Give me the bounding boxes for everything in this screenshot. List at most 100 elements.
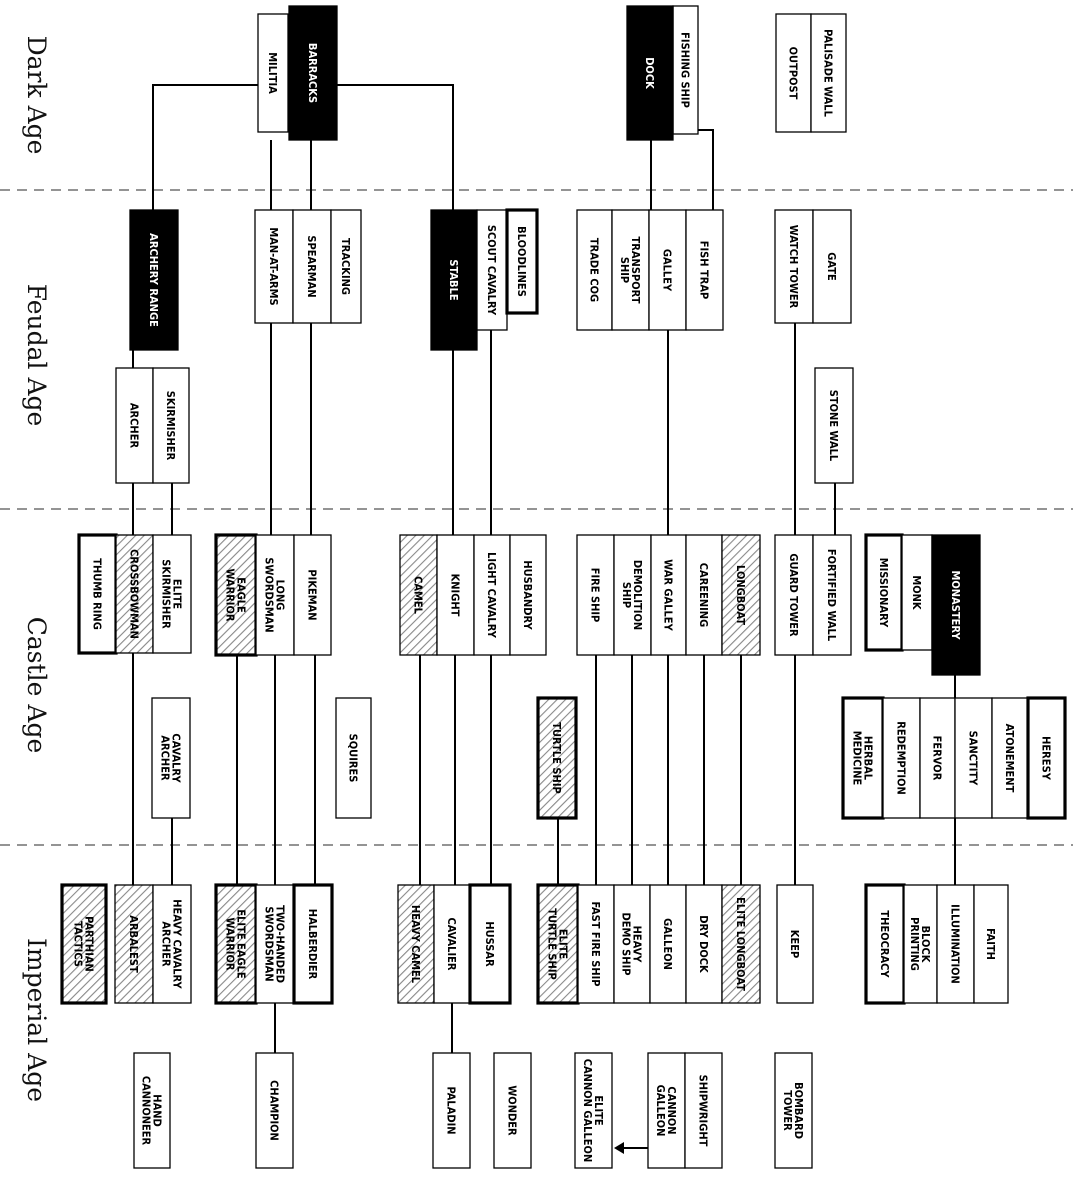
node-bombard-tower: BOMBARDTOWER — [774, 1052, 813, 1169]
node-label: SPEARMAN — [305, 235, 318, 297]
node-box — [152, 367, 190, 484]
node-label: PALADIN — [445, 1086, 458, 1134]
node-stable: STABLE — [430, 209, 478, 351]
node-champion: CHAMPION — [255, 1052, 294, 1169]
node-label: LONGBOAT — [734, 565, 747, 625]
node-label: TRADE COG — [588, 238, 601, 302]
node-label: STABLE — [447, 259, 460, 301]
node-label: BLOODLINES — [515, 226, 528, 297]
node-box — [468, 883, 512, 1005]
node-label: WAR GALLEY — [662, 559, 675, 631]
node-box — [536, 696, 578, 820]
node-box — [397, 884, 435, 1004]
node-label: FORTIFIED WALL — [825, 549, 838, 642]
node-box — [255, 884, 295, 1004]
node-label: REDEMPTION — [895, 721, 908, 795]
node-label: CROSSBOWMAN — [128, 549, 141, 639]
node-archer: ARCHER — [115, 367, 154, 484]
node-label: ELITE EAGLEWARRIOR — [224, 909, 248, 979]
age-label-castle: Castle Age — [22, 617, 51, 754]
node-gate: GATE — [812, 209, 852, 324]
node-label: HALBERDIER — [306, 909, 319, 980]
node-label: ELITE LONGBOAT — [734, 897, 747, 991]
node-box — [684, 1052, 723, 1169]
node-missionary: MISSIONARY — [864, 533, 904, 652]
node-box — [115, 534, 154, 654]
node-label: HERESY — [1040, 736, 1053, 781]
node-label: SQUIRES — [347, 734, 360, 783]
node-label: PALISADE WALL — [822, 29, 835, 117]
node-crossbowman: CROSSBOWMAN — [115, 534, 154, 654]
node-label: GUARD TOWER — [787, 553, 800, 637]
node-watch-tower: WATCH TOWER — [774, 209, 814, 324]
node-box — [919, 697, 956, 819]
node-label: LIGHT CAVALRY — [485, 552, 498, 639]
node-box — [841, 696, 885, 820]
node-label: KEEP — [788, 930, 801, 958]
node-box — [812, 534, 852, 656]
node-box — [774, 1052, 813, 1169]
node-box — [574, 1052, 613, 1169]
node-box — [505, 208, 539, 315]
node-box — [330, 209, 362, 324]
node-trade-cog: TRADE COG — [576, 209, 613, 331]
node-pikeman: PIKEMAN — [293, 534, 332, 656]
node-label: ILLUMINATION — [949, 904, 962, 984]
node-label: MONASTERY — [949, 570, 962, 640]
node-box — [812, 209, 852, 324]
node-galleon: GALLEON — [649, 884, 687, 1004]
node-fishing-ship: FISHING SHIP — [672, 5, 699, 135]
node-label: HEAVY CAVALRYARCHER — [160, 899, 184, 989]
node-elite-longboat: ELITE LONGBOAT — [721, 884, 761, 1004]
node-label: CAVALRYARCHER — [159, 733, 183, 783]
node-label: FISHING SHIP — [679, 32, 692, 108]
node-box — [973, 884, 1009, 1004]
node-label: FISH TRAP — [698, 241, 711, 300]
node-dock: DOCK — [626, 5, 674, 141]
node-scout-cavalry: SCOUT CAVALRY — [476, 209, 508, 331]
node-label: LONGSWORDSMAN — [263, 557, 287, 632]
node-label: ARCHER — [128, 403, 141, 449]
node-box — [133, 1052, 171, 1169]
age-label-dark: Dark Age — [22, 36, 51, 155]
node-redemption: REDEMPTION — [882, 697, 921, 819]
node-box — [509, 534, 547, 656]
node-box — [433, 884, 471, 1004]
node-label: MILITIA — [266, 52, 279, 94]
node-box — [335, 697, 372, 819]
node-guard-tower: GUARD TOWER — [774, 534, 814, 656]
node-label: FIRE SHIP — [589, 568, 602, 623]
node-box — [810, 13, 847, 133]
node-paladin: PALADIN — [432, 1052, 471, 1169]
node-label: HUSSAR — [483, 921, 496, 967]
node-label: HUSBANDRY — [521, 560, 534, 630]
node-monk: MONK — [901, 534, 933, 651]
node-fish-trap: FISH TRAP — [685, 209, 724, 331]
connector-lines — [132, 84, 956, 1154]
node-box — [685, 534, 723, 656]
node-label: HEAVY CAMEL — [409, 905, 422, 984]
node-label: ARCHERY RANGE — [147, 233, 160, 327]
node-eagle-warrior: EAGLEWARRIOR — [214, 533, 258, 657]
node-elite-skirmisher: ELITESKIRMISHER — [152, 534, 192, 654]
node-box — [399, 534, 438, 656]
node-label: EAGLEWARRIOR — [224, 568, 248, 621]
node-label: TWO-HANDEDSWORDSMAN — [263, 905, 287, 983]
node-box — [613, 884, 651, 1004]
node-monastery: MONASTERY — [931, 534, 981, 676]
node-cavalier: CAVALIER — [433, 884, 471, 1004]
node-careening: CAREENING — [685, 534, 723, 656]
node-label: ELITESKIRMISHER — [160, 559, 184, 629]
node-label: THUMB RING — [91, 558, 104, 630]
node-box — [721, 534, 761, 656]
node-box — [257, 13, 289, 133]
node-label: PIKEMAN — [306, 569, 319, 620]
node-box — [436, 534, 475, 656]
node-husbandry: HUSBANDRY — [509, 534, 547, 656]
node-archery-range: ARCHERY RANGE — [129, 209, 179, 351]
node-galley: GALLEY — [648, 209, 687, 331]
node-militia: MILITIA — [257, 13, 289, 133]
node-label: CAMEL — [412, 576, 425, 615]
node-label: MAN-AT-ARMS — [267, 227, 280, 305]
arrow-head-icon — [614, 1142, 624, 1154]
